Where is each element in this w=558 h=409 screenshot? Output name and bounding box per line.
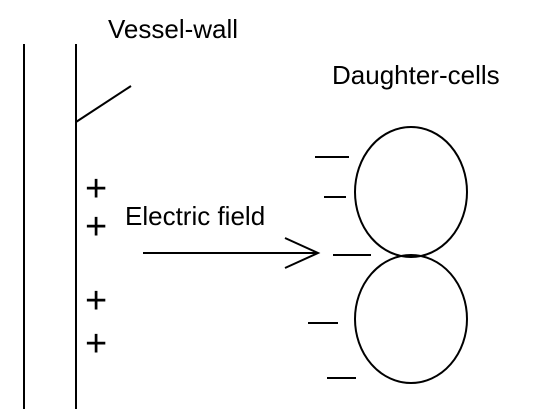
vessel-wall-label: Vessel-wall	[108, 14, 239, 44]
daughter-cell-upper	[354, 126, 468, 258]
electric-field-label: Electric field	[125, 201, 266, 231]
daughter-cells-label: Daughter-cells	[332, 60, 500, 90]
positive-charge-3: +	[85, 280, 108, 322]
daughter-cell-lower	[354, 254, 468, 384]
positive-charge-4: +	[85, 323, 108, 365]
vessel-wall-pointer-line	[75, 85, 132, 123]
electric-field-arrowhead	[284, 237, 321, 269]
positive-charge-2: +	[85, 206, 108, 248]
positive-charge-1: +	[85, 168, 108, 210]
